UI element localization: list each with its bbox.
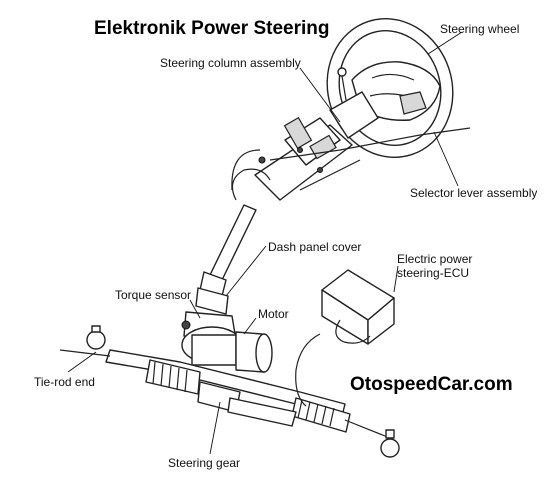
intermediate-shaft-drawing — [195, 204, 257, 315]
label-steering-column-assembly: Steering column assembly — [160, 56, 301, 70]
label-selector-lever-assembly: Selector lever assembly — [410, 186, 538, 200]
leader-lines — [67, 31, 463, 455]
watermark-text: OtospeedCar.com — [350, 374, 513, 395]
label-dash-panel-cover: Dash panel cover — [268, 240, 362, 254]
label-steering-wheel: Steering wheel — [440, 22, 520, 36]
label-tie-rod-end: Tie-rod end — [34, 375, 95, 389]
torque-sensor-motor-drawing — [181, 311, 273, 373]
diagram-title: Elektronik Power Steering — [94, 18, 330, 39]
label-motor: Motor — [258, 307, 289, 321]
label-ecu-line-2: steering-ECU — [397, 266, 470, 280]
label-torque-sensor: Torque sensor — [115, 288, 192, 302]
label-steering-gear: Steering gear — [168, 456, 241, 470]
ecu-drawing — [295, 269, 395, 407]
tie-rod-end-drawing — [86, 325, 400, 458]
steering-gear-drawing — [59, 349, 391, 439]
steering-column-drawing — [231, 67, 471, 201]
label-ecu-line-1: Electric power — [397, 252, 473, 266]
